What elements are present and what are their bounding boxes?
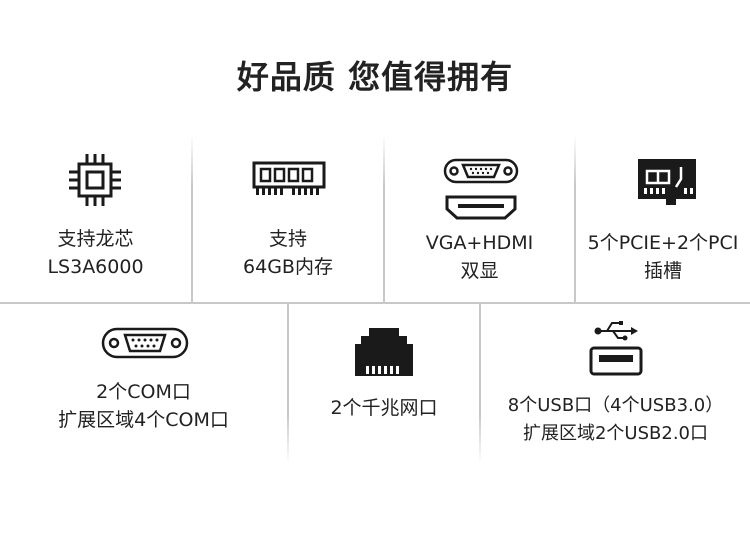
feature-slots: 5个PCIE+2个PCI 插槽 (576, 135, 750, 302)
feature-ethernet-line1: 2个千兆网口 (330, 397, 438, 419)
feature-memory-text: 支持 64GB内存 (193, 225, 383, 281)
feature-display-line1: VGA+HDMI (425, 232, 534, 254)
vga-hdmi-port-icon (443, 158, 519, 220)
feature-cpu-line1: 支持龙芯 (57, 228, 134, 250)
com-serial-port-icon (101, 327, 189, 359)
feature-display: VGA+HDMI 双显 (385, 135, 574, 302)
feature-slots-line1: 5个PCIE+2个PCI (587, 232, 739, 254)
feature-memory-line2: 64GB内存 (243, 256, 333, 278)
divider-col3 (574, 135, 576, 302)
feature-ethernet-text: 2个千兆网口 (289, 394, 479, 422)
feature-cpu-line2: LS3A6000 (47, 256, 144, 278)
cpu-chip-icon (69, 154, 121, 206)
feature-com-text: 2个COM口 扩展区域4个COM口 (0, 378, 287, 434)
feature-slots-line2: 插槽 (643, 260, 682, 282)
feature-cpu-text: 支持龙芯 LS3A6000 (0, 225, 191, 281)
divider-col5 (479, 304, 481, 464)
expansion-card-icon (638, 159, 696, 205)
divider-col1 (191, 135, 193, 302)
feature-com-line2: 扩展区域4个COM口 (58, 409, 229, 431)
feature-usb-line1: 8个USB口（4个USB3.0） (507, 395, 724, 416)
feature-memory: 支持 64GB内存 (193, 135, 383, 302)
feature-ethernet: 2个千兆网口 (289, 304, 479, 464)
usb-port-icon (589, 346, 643, 376)
feature-com: 2个COM口 扩展区域4个COM口 (0, 304, 287, 464)
feature-memory-line1: 支持 (268, 228, 307, 250)
page-title: 好品质 您值得拥有 (236, 58, 514, 96)
divider-row1 (0, 302, 750, 304)
divider-col2 (383, 135, 385, 302)
feature-display-text: VGA+HDMI 双显 (385, 229, 574, 285)
feature-usb-text: 8个USB口（4个USB3.0） 扩展区域2个USB2.0口 (481, 392, 750, 448)
feature-usb: 8个USB口（4个USB3.0） 扩展区域2个USB2.0口 (481, 304, 750, 464)
feature-display-line2: 双显 (460, 260, 499, 282)
feature-slots-text: 5个PCIE+2个PCI 插槽 (576, 229, 750, 285)
feature-cpu: 支持龙芯 LS3A6000 (0, 135, 191, 302)
usb-symbol-icon (594, 321, 638, 341)
feature-com-line1: 2个COM口 (96, 381, 191, 403)
divider-col4 (287, 304, 289, 464)
feature-usb-line2: 扩展区域2个USB2.0口 (522, 423, 709, 444)
ethernet-port-icon (355, 328, 413, 376)
memory-module-icon (252, 161, 326, 195)
